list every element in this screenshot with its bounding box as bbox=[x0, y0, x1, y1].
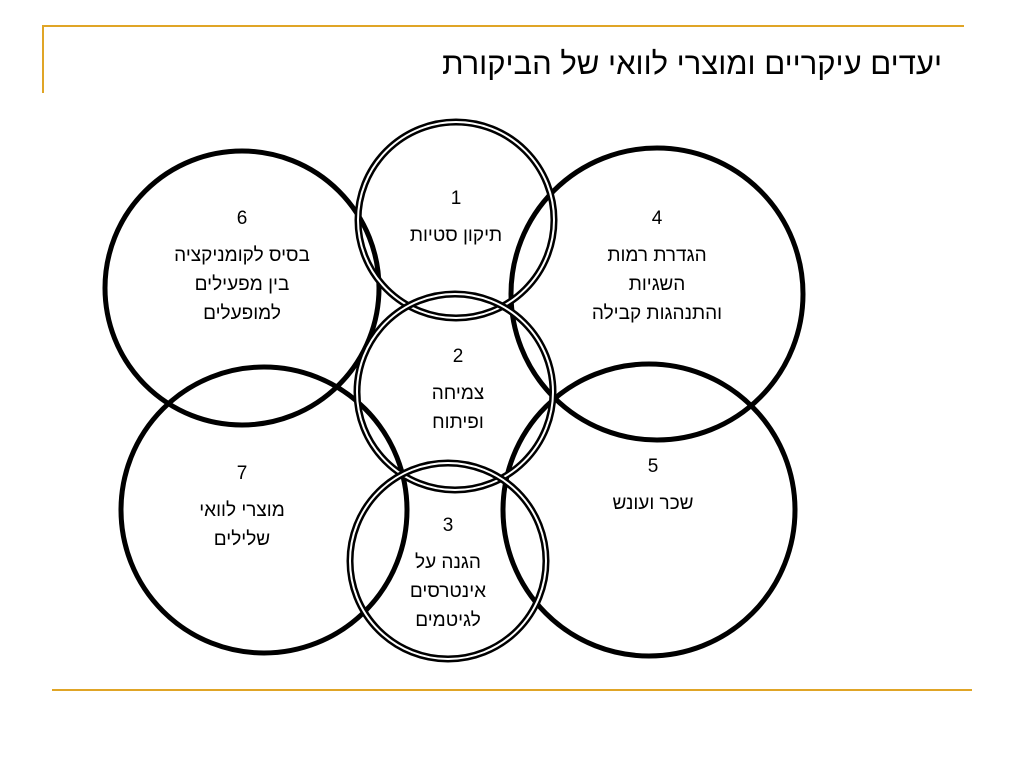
goal-3-number: 3 bbox=[442, 515, 454, 536]
goal-1-text: 1 תיקון סטיות bbox=[376, 184, 536, 250]
top-rule bbox=[42, 25, 964, 27]
goal-5-label: שכר ועונש bbox=[612, 493, 694, 514]
left-rule bbox=[42, 25, 44, 93]
circle-6 bbox=[102, 148, 382, 428]
goal-2-number: 2 bbox=[452, 346, 464, 367]
bottom-rule bbox=[52, 689, 972, 691]
goal-1-label: תיקון סטיות bbox=[409, 225, 503, 246]
goal-2-text: 2 צמיחה ופיתוח bbox=[378, 342, 538, 437]
goal-2-label: צמיחה ופיתוח bbox=[431, 383, 485, 433]
goal-6-label: בסיס לקומניקציה בין מפעילים למופעלים bbox=[174, 245, 310, 324]
goal-1-number: 1 bbox=[450, 188, 462, 209]
goal-6-text: 6 בסיס לקומניקציה בין מפעילים למופעלים bbox=[142, 204, 342, 328]
goal-6-number: 6 bbox=[236, 208, 248, 229]
circle-2-inner bbox=[356, 293, 554, 491]
goal-5-number: 5 bbox=[647, 456, 659, 477]
goal-4-label: הגדרת רמות השגיות והתנהגות קבילה bbox=[591, 245, 723, 324]
goal-5-text: 5 שכר ועונש bbox=[573, 452, 733, 518]
goal-7-text: 7 מוצרי לוואי שלילים bbox=[162, 459, 322, 554]
circle-7 bbox=[118, 364, 410, 656]
circle-3-inner bbox=[349, 462, 547, 660]
goal-3-text: 3 הגנה על אינטרסים לגיטמים bbox=[368, 511, 528, 635]
goal-4-text: 4 הגדרת רמות השגיות והתנהגות קבילה bbox=[567, 204, 747, 328]
goal-4-number: 4 bbox=[651, 208, 663, 229]
circle-4 bbox=[508, 145, 806, 443]
circle-1-inner bbox=[357, 121, 555, 319]
goal-7-label: מוצרי לוואי שלילים bbox=[199, 500, 285, 550]
goal-7-number: 7 bbox=[236, 463, 248, 484]
circle-5 bbox=[500, 361, 798, 659]
slide-title: יעדים עיקריים ומוצרי לוואי של הביקורת bbox=[442, 46, 942, 81]
goal-3-label: הגנה על אינטרסים לגיטמים bbox=[409, 552, 487, 631]
